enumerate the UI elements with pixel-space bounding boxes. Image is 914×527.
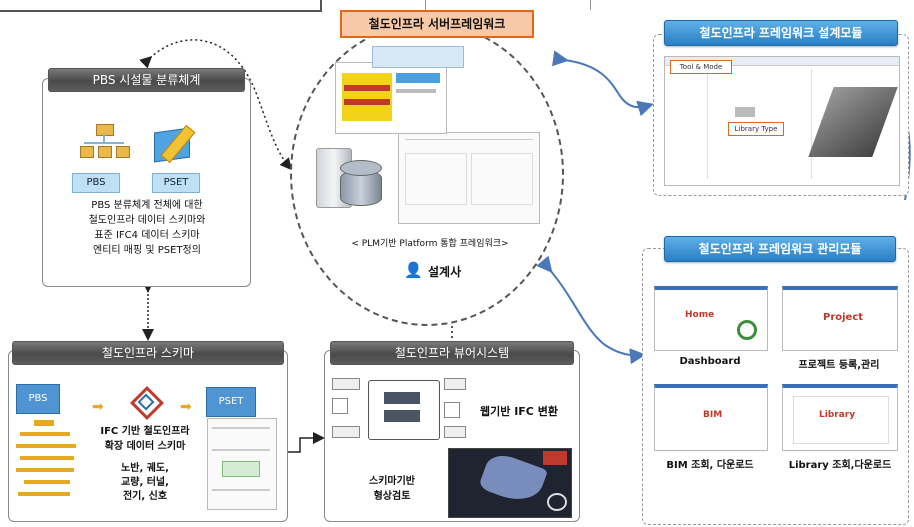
schema-main-text: IFC 기반 철도인프라 확장 데이터 스키마 [100, 426, 190, 452]
pset-table-thumb [207, 418, 277, 510]
bim-thumb-text: BIM [703, 410, 723, 420]
plm-screenshot-back [398, 132, 540, 224]
viewer-web-ifc-text: 웹기반 IFC 변환 [480, 405, 558, 418]
pencil-document-icon [150, 120, 204, 164]
pbs-description: PBS 분류체계 전체에 대한 철도인프라 데이터 스키마와 표준 IFC4 데… [88, 200, 206, 256]
library-thumb-text: Library [819, 410, 856, 420]
server-framework-title: 철도인프라 서버프레임워크 [340, 10, 534, 38]
schema-pbs-chip: PBS [16, 384, 60, 414]
top-divider-line-2 [590, 0, 591, 10]
ifc-flow-diagram [332, 374, 466, 442]
dashboard-label: Dashboard [679, 356, 741, 367]
pbs-chip: PBS [72, 173, 120, 193]
viewer-panel-title: 철도인프라 뷰어시스템 [330, 341, 574, 365]
designer-icon: 👤 [404, 261, 423, 279]
library-label: Library 조회,다운로드 [788, 460, 892, 471]
blue-arrow-center-mgmt [536, 255, 646, 365]
arrow-right-icon-2: ➡ [180, 399, 192, 415]
pset-chip: PSET [152, 173, 200, 193]
top-divider-line [425, 0, 426, 12]
bim-thumb: BIM [654, 384, 768, 451]
tool-mode-badge: Tool & Mode [670, 60, 732, 74]
arrow-right-icon: ➡ [92, 399, 104, 415]
mgmt-module-title: 철도인프라 프레임워크 관리모듈 [664, 236, 896, 262]
dashboard-thumb: Home [654, 286, 768, 351]
green-ring-icon [737, 320, 757, 340]
plm-header-strip [372, 46, 464, 68]
3d-viewer-thumb [448, 448, 572, 518]
library-thumb: Library [782, 384, 898, 451]
design-module-title: 철도인프라 프레임워크 설계모듈 [664, 20, 898, 46]
project-label: 프로젝트 등록,관리 [798, 360, 880, 371]
schema-logo-icon [130, 386, 164, 420]
viewer-check-text: 스키마기반 형상검토 [369, 476, 415, 502]
schema-pset-chip: PSET [206, 387, 256, 417]
home-thumb-text: Home [685, 310, 715, 320]
database-server-icon [312, 140, 384, 210]
pbs-panel-title: PBS 시설물 분류체계 [48, 68, 245, 92]
project-thumb-text: Project [823, 312, 864, 323]
arrow-schema-viewer [285, 432, 325, 453]
bim-label: BIM 조회, 다운로드 [666, 460, 754, 471]
dotted-arrow-pbs-center [139, 39, 292, 171]
schema-panel-title: 철도인프라 스키마 [12, 341, 284, 365]
library-type-badge: Library Type [728, 122, 784, 136]
plm-screenshot-front [335, 62, 447, 134]
tree-diagram-thumb [14, 416, 80, 512]
designer-label: 설계사 [428, 265, 462, 279]
top-partial-box [0, 0, 322, 12]
design-module-screenshot [664, 56, 900, 186]
blue-arrow-center-design [551, 50, 654, 117]
schema-sub-text: 노반, 궤도, 교량, 터널, 전기, 신호 [121, 463, 169, 502]
hierarchy-icon [80, 124, 130, 162]
project-thumb: Project [782, 286, 898, 351]
framework-subtitle: < PLM기반 Platform 통합 프레임워크> [351, 239, 509, 249]
